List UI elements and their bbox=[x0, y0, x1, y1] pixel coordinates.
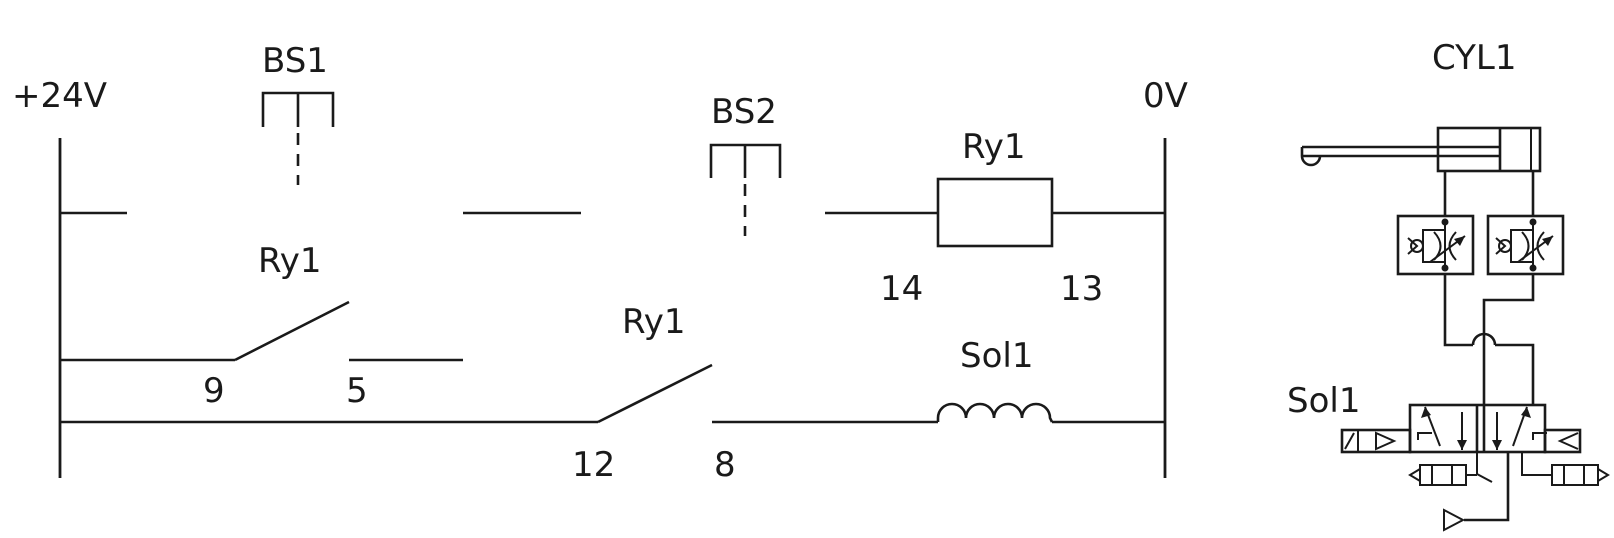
valve-solenoid-actuator bbox=[1340, 428, 1412, 454]
speed-controller-2-orifice-right bbox=[1536, 231, 1545, 261]
bs1-label: BS1 bbox=[262, 41, 328, 81]
relay-contact-1-blade bbox=[234, 300, 350, 362]
valve-exhaust-left-line bbox=[1476, 452, 1493, 483]
relay-coil-label: Ry1 bbox=[962, 127, 1026, 167]
cylinder-rod-end bbox=[1300, 147, 1322, 167]
speed-controller-2-box bbox=[1486, 214, 1565, 276]
valve-spring-wedge bbox=[1557, 432, 1579, 450]
exhaust-muffler-left bbox=[1419, 464, 1467, 486]
solenoid-coil-label: Sol1 bbox=[960, 336, 1033, 376]
valve-right-arrowhead-2 bbox=[1492, 440, 1502, 450]
speed-controller-2-adjust-arrowhead bbox=[1542, 236, 1553, 246]
valve-solenoid-slash bbox=[1344, 432, 1355, 450]
relay-contact-2-blade bbox=[597, 363, 713, 424]
pipe-b bbox=[1482, 274, 1535, 405]
bs2-label: BS2 bbox=[711, 92, 777, 132]
valve-exhaust-right-line bbox=[1521, 452, 1552, 476]
relay-coil-terminal-13: 13 bbox=[1060, 269, 1103, 309]
speed-controller-2-check-ball bbox=[1498, 239, 1512, 253]
bs1-switch: BS1 bbox=[261, 41, 335, 185]
relay-coil-terminal-14: 14 bbox=[880, 269, 923, 309]
supply-line bbox=[1464, 452, 1510, 522]
cylinder: CYL1 bbox=[1300, 38, 1542, 173]
speed-controller-1-adjust-arrowhead bbox=[1454, 236, 1465, 246]
relay-contact-2: Ry1 12 8 bbox=[572, 302, 736, 485]
speed-controller-1-check-seat bbox=[1407, 237, 1419, 255]
pneumatic-circuit: CYL1 bbox=[1287, 38, 1610, 532]
solenoid-coil-winding bbox=[936, 402, 1054, 423]
relay-contact-1-label: Ry1 bbox=[258, 241, 322, 281]
valve-solenoid-triangle bbox=[1375, 431, 1397, 451]
speed-controller-1-bypass bbox=[1422, 229, 1445, 263]
relay-contact-2-terminal-12: 12 bbox=[572, 445, 615, 485]
relay-coil: Ry1 14 13 bbox=[880, 127, 1103, 309]
valve-left-arrowhead-2 bbox=[1457, 440, 1467, 450]
rung-3: Ry1 12 8 Sol1 bbox=[60, 302, 1165, 485]
speed-controller-2-node-bottom bbox=[1529, 264, 1537, 272]
speed-controller-1-check-ball bbox=[1410, 239, 1424, 253]
speed-controller-1-box bbox=[1396, 214, 1475, 276]
relay-contact-1-terminal-9: 9 bbox=[203, 371, 225, 411]
speed-controller-2-bypass bbox=[1510, 229, 1533, 263]
speed-controller-1 bbox=[1396, 214, 1475, 276]
speed-controller-2 bbox=[1486, 214, 1565, 276]
exhaust-muffler-right-tip bbox=[1597, 467, 1610, 483]
positive-rail-label: +24V bbox=[12, 76, 107, 116]
relay-contact-2-terminal-8: 8 bbox=[714, 445, 736, 485]
speed-controller-1-node-bottom bbox=[1441, 264, 1449, 272]
valve-spring-actuator bbox=[1543, 428, 1582, 454]
relay-contact-1: Ry1 9 5 bbox=[203, 241, 368, 411]
solenoid-coil: Sol1 bbox=[936, 336, 1054, 423]
speed-controller-2-node-top bbox=[1529, 218, 1537, 226]
pipe-a-right bbox=[1495, 343, 1535, 405]
speed-controller-1-node-top bbox=[1441, 218, 1449, 226]
relay-contact-2-label: Ry1 bbox=[622, 302, 686, 342]
valve-left-arrowhead-1 bbox=[1421, 407, 1431, 418]
valve-right-block bbox=[1532, 432, 1547, 440]
supply-source bbox=[1443, 508, 1466, 532]
solenoid-valve: Sol1 bbox=[1287, 381, 1610, 532]
relay-contact-1-terminal-5: 5 bbox=[346, 371, 368, 411]
speed-controller-1-orifice-right bbox=[1448, 231, 1457, 261]
pipe-a-left bbox=[1443, 274, 1473, 347]
speed-controller-2-check-seat bbox=[1495, 237, 1507, 255]
cylinder-body bbox=[1436, 126, 1542, 173]
exhaust-muffler-right bbox=[1551, 464, 1599, 486]
bs2-switch: BS2 bbox=[709, 92, 782, 236]
solenoid-valve-label: Sol1 bbox=[1287, 381, 1360, 421]
exhaust-muffler-left-tip bbox=[1408, 467, 1421, 483]
valve-right-arrowhead-1 bbox=[1521, 407, 1531, 418]
relay-coil-box bbox=[936, 177, 1054, 248]
valve-left-block bbox=[1417, 432, 1432, 440]
rung-1: BS1 BS2 Ry1 14 13 bbox=[60, 41, 1165, 309]
negative-rail-label: 0V bbox=[1143, 76, 1188, 116]
rung-2: Ry1 9 5 bbox=[60, 241, 463, 411]
cylinder-label: CYL1 bbox=[1432, 38, 1517, 78]
